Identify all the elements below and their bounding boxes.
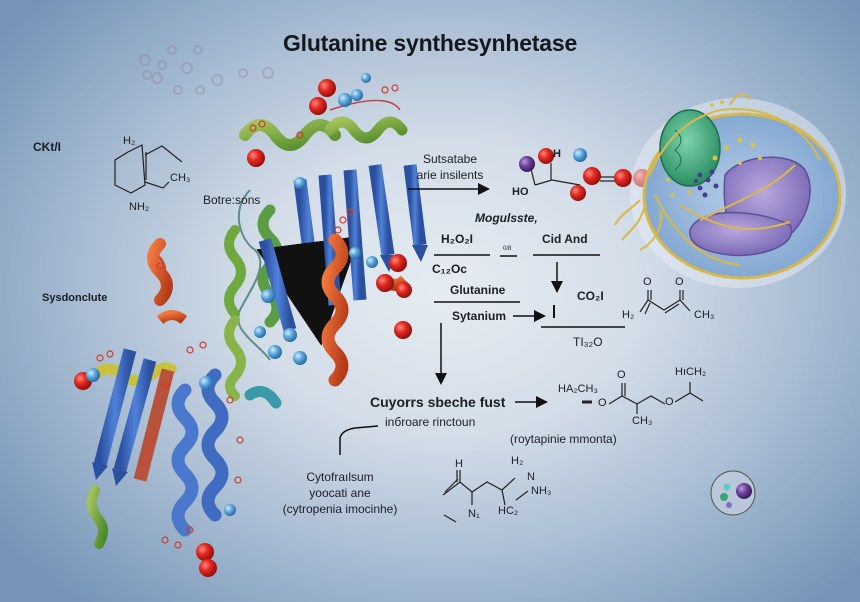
label-co2l: CO₂I bbox=[577, 289, 604, 303]
ester-ha2ch3-label: HA₂CH₃ bbox=[558, 383, 598, 395]
label-cid-and: Cid And bbox=[542, 232, 588, 246]
label-small-fraction: 0/8 bbox=[503, 246, 512, 252]
label-botreseons: Botre:sons bbox=[203, 193, 261, 207]
ester-structure bbox=[582, 382, 704, 414]
hydroxy-h-label: H bbox=[553, 148, 561, 160]
amine-n2-label: N bbox=[527, 471, 535, 483]
ring-nh2-label: NH₂ bbox=[129, 201, 150, 213]
ring-ch3-label: CH₃ bbox=[170, 172, 191, 184]
pathway-arrows bbox=[339, 183, 625, 455]
amine-structure bbox=[442, 470, 529, 523]
amine-hc2-label: HC₂ bbox=[498, 505, 519, 517]
label-cuyorrs: Cuyorrs sbeche fust bbox=[370, 394, 506, 410]
label-substrate-line1: Sutsatabe bbox=[422, 152, 478, 166]
hydroxy-ho-label: HO bbox=[512, 186, 529, 198]
label-ckl: CKt/I bbox=[33, 140, 61, 154]
ester-o-top-label: O bbox=[617, 369, 626, 381]
label-sysdonclute: Sysdonclute bbox=[42, 292, 108, 304]
label-sytanium: Sytanium bbox=[452, 309, 507, 323]
protein-ribbon-lower bbox=[74, 238, 282, 577]
diketone-o1-label: O bbox=[643, 276, 652, 288]
label-glutanine: Glutanine bbox=[450, 283, 506, 297]
ester-o-right-label: O bbox=[665, 396, 674, 408]
ring-h2-label: H₂ bbox=[123, 135, 136, 147]
amine-h-label: H bbox=[455, 458, 463, 470]
diketone-structure bbox=[639, 290, 691, 315]
label-c12oc: C₁₂Oc bbox=[432, 262, 467, 276]
amine-n1-label: N₁ bbox=[468, 508, 480, 520]
label-substrate-line2: arie insilents bbox=[416, 168, 484, 182]
label-cytofralsum-line1: Cytofraılsum bbox=[306, 470, 374, 484]
faint-molecule-cluster bbox=[139, 45, 274, 95]
label-h2o2l: H₂O₂I bbox=[441, 232, 473, 246]
cell-illustration bbox=[614, 93, 846, 288]
label-cytofralsum-line3: (cytropenia imocinhe) bbox=[282, 502, 398, 516]
label-ti32o: TI₃₂O bbox=[573, 335, 603, 349]
diketone-ch3-label: CH₃ bbox=[694, 309, 715, 321]
diagram-title: Glutanine synthesynhetase bbox=[282, 30, 578, 56]
diketone-h2-label: H₂ bbox=[622, 309, 635, 321]
ester-ch3-label: CH₃ bbox=[632, 415, 653, 427]
label-roytapinie: (roytapinie mmonta) bbox=[510, 432, 617, 446]
amine-nh3-label: NH₃ bbox=[531, 485, 552, 497]
protein-ribbon-upper bbox=[224, 73, 428, 387]
label-mogulsste: Mogulsste, bbox=[475, 211, 538, 225]
vesicle-icon bbox=[710, 470, 756, 516]
amine-h2-label: H₂ bbox=[511, 455, 524, 467]
label-cytofralsum-line2: yoocati ane bbox=[309, 486, 371, 500]
diketone-o2-label: O bbox=[675, 276, 684, 288]
ring-molecule-structure bbox=[114, 144, 183, 194]
label-inbroare: inбroare rinctoun bbox=[385, 415, 476, 429]
ester-hch2-label: HıCH₂ bbox=[675, 366, 707, 378]
ester-o-left-label: O bbox=[598, 397, 607, 409]
